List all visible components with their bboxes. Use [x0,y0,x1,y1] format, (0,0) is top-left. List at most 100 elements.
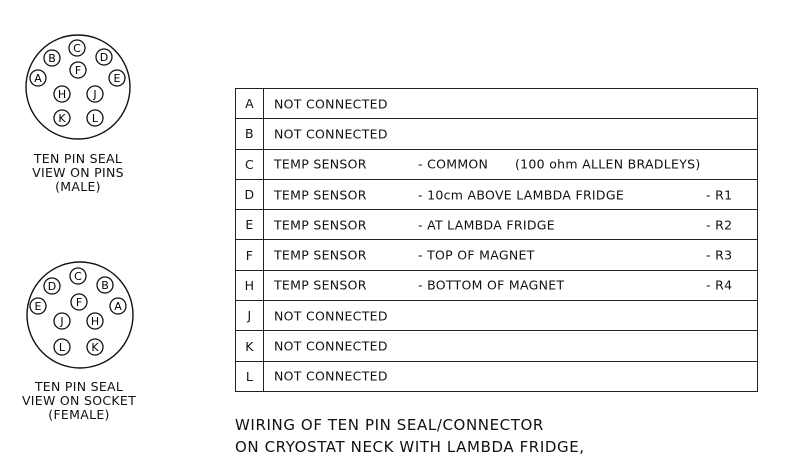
caption-line: (FEMALE) [48,407,110,422]
pin-label: D [48,280,56,293]
pin-c [69,267,87,285]
description: TEMP SENSOR [274,156,367,172]
sensor-ref: - R1 [706,187,733,203]
male-caption: TEN PIN SEAL VIEW ON PINS (MALE) [18,152,138,194]
caption-line: (MALE) [55,179,101,194]
table-row: C TEMP SENSOR - COMMON (100 ohm ALLEN BRADL… [235,148,758,180]
note: (100 ohm ALLEN BRADLEYS) [515,156,701,172]
sensor-ref: - R4 [706,277,733,293]
pin-label: F [75,64,81,77]
pin-cell: H [235,269,264,302]
description: NOT CONNECTED [274,308,388,324]
pin-d [95,48,113,66]
pin-e [29,297,47,315]
pin-label: A [34,72,42,85]
pin-label: L [92,112,99,125]
description-cell: TEMP SENSOR - 10cm ABOVE LAMBDA FRIDGE - R… [263,178,758,211]
pin-l [53,338,71,356]
pin-h [53,85,71,103]
table-row: B NOT CONNECTED [235,118,758,150]
sensor-ref: - R3 [706,247,733,263]
description-cell: TEMP SENSOR - TOP OF MAGNET - R3 [263,239,758,271]
pin-a [29,69,47,87]
pin-b [96,276,114,294]
description: TEMP SENSOR [274,217,367,233]
description: NOT CONNECTED [274,368,388,384]
pin-cell: L [235,360,264,392]
caption-line: TEN PIN SEAL [33,151,123,166]
pin-c [68,39,86,57]
male-connector: AB C DE FH J K L [25,34,131,140]
description-cell: NOT CONNECTED [263,360,758,392]
description-cell: TEMP SENSOR - AT LAMBDA FRIDGE - R2 [263,209,758,241]
description-cell: NOT CONNECTED [263,330,758,362]
pin-h [86,312,104,330]
pin-label: J [92,88,96,101]
table-row: K NOT CONNECTED [235,330,758,362]
location: - AT LAMBDA FRIDGE [418,217,555,233]
pin-k [86,338,104,356]
description-cell: NOT CONNECTED [263,87,758,120]
pin-cell: K [235,330,264,362]
pin-label: J [59,315,63,328]
pin-cell: J [235,300,264,332]
table-row: E TEMP SENSOR - AT LAMBDA FRIDGE - R2 [235,209,758,241]
pin-cell: C [235,148,264,180]
description-cell: TEMP SENSOR - BOTTOM OF MAGNET - R4 [263,269,758,302]
pin-a [109,297,127,315]
caption-line: TEN PIN SEAL [34,379,124,394]
description-cell: NOT CONNECTED [263,300,758,332]
pin-e [108,69,126,87]
pin-cell: B [235,118,264,150]
caption-line: VIEW ON SOCKET [21,393,137,408]
male-connector-outline [25,34,131,140]
pin-label: B [48,52,56,65]
pin-j [53,312,71,330]
description-cell: NOT CONNECTED [263,118,758,150]
table-row: L NOT CONNECTED [235,360,758,392]
pin-label: E [35,300,42,313]
pin-f [69,61,87,79]
pin-label: F [76,296,82,309]
pin-cell: F [235,239,264,271]
pin-label: H [58,88,66,101]
caption-line: VIEW ON PINS [32,165,124,180]
location: - TOP OF MAGNET [418,247,535,263]
description-cell: TEMP SENSOR - COMMON (100 ohm ALLEN BRADLE… [263,148,758,180]
diagram-title: WIRING OF TEN PIN SEAL/CONNECTOR ON CRYO… [235,414,585,458]
description: TEMP SENSOR [274,187,367,203]
pin-cell: D [235,178,264,211]
pin-label: K [58,112,66,125]
table-row: H TEMP SENSOR - BOTTOM OF MAGNET - R4 [235,269,758,302]
pin-l [86,109,104,127]
pin-label: C [73,42,81,55]
title-line-1: WIRING OF TEN PIN SEAL/CONNECTOR [235,416,544,434]
pin-label: A [114,300,122,313]
description: TEMP SENSOR [274,247,367,263]
description: TEMP SENSOR [274,277,367,293]
sensor-ref: - R2 [706,217,733,233]
table-row: F TEMP SENSOR - TOP OF MAGNET - R3 [235,239,758,271]
location: - 10cm ABOVE LAMBDA FRIDGE [418,187,625,203]
location: - BOTTOM OF MAGNET [418,277,565,293]
pin-k [53,109,71,127]
table-row: J NOT CONNECTED [235,300,758,332]
description: NOT CONNECTED [274,126,388,142]
pin-label: D [100,51,108,64]
pin-label: B [101,279,109,292]
description: NOT CONNECTED [274,96,388,112]
table-row: D TEMP SENSOR - 10cm ABOVE LAMBDA FRIDGE - … [235,178,758,211]
pin-cell: E [235,209,264,241]
pin-label: K [91,341,99,354]
pin-b [43,49,61,67]
pin-label: C [74,270,82,283]
description: NOT CONNECTED [274,338,388,354]
pin-label: E [114,72,121,85]
location: - COMMON [418,156,489,172]
pin-label: H [91,315,99,328]
female-connector-outline [26,261,134,369]
